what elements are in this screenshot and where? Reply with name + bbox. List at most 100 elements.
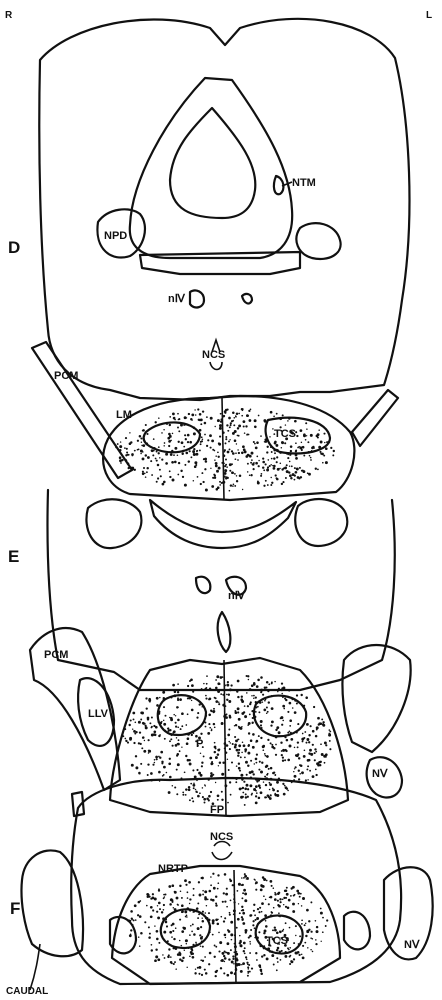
stipple-dot — [125, 437, 127, 439]
stipple-dot — [164, 957, 166, 959]
stipple-dot — [257, 908, 259, 910]
stipple-dot — [234, 934, 236, 936]
stipple-dot — [290, 477, 292, 479]
stipple-dot — [163, 723, 166, 726]
stipple-dot — [242, 742, 244, 744]
stipple-dot — [208, 799, 210, 801]
stipple-dot — [289, 474, 292, 477]
stipple-dot — [243, 425, 245, 427]
stipple-dot — [204, 912, 206, 914]
stipple-dot — [291, 961, 294, 964]
stipple-dot — [246, 774, 248, 776]
stipple-dot — [158, 417, 160, 419]
stipple-dot — [270, 724, 272, 726]
stipple-dot — [327, 441, 330, 444]
stipple-dot — [163, 720, 164, 721]
stipple-dot — [211, 710, 213, 712]
stipple-dot — [128, 724, 130, 726]
stipple-dot — [220, 693, 222, 695]
stipple-dot — [182, 957, 184, 959]
stipple-dot — [124, 738, 126, 740]
stipple-dot — [283, 793, 286, 796]
stipple-dot — [228, 440, 230, 442]
stipple-dot — [275, 736, 278, 739]
stipple-dot — [228, 728, 230, 730]
stipple-dot — [222, 773, 224, 775]
stipple-dot — [181, 904, 184, 907]
stipple-dot — [270, 484, 272, 486]
stipple-dot — [236, 765, 238, 767]
stipple-dot — [175, 726, 177, 728]
stipple-dot — [287, 759, 290, 762]
label-nrtp: NRTP — [158, 863, 188, 875]
stipple-dot — [223, 955, 225, 957]
stipple-dot — [215, 975, 217, 977]
stipple-dot — [202, 918, 203, 919]
stipple-dot — [196, 907, 199, 910]
stipple-dot — [209, 757, 212, 760]
stipple-dot — [255, 952, 257, 954]
stipple-dot — [187, 713, 189, 715]
stipple-dot — [139, 900, 141, 902]
stipple-dot — [262, 749, 264, 751]
stipple-dot — [277, 947, 280, 950]
stipple-dot — [254, 763, 255, 764]
stipple-dot — [210, 884, 212, 886]
stipple-dot — [325, 461, 328, 464]
stipple-dot — [189, 934, 191, 936]
stipple-dot — [164, 730, 166, 732]
stipple-dot — [200, 945, 201, 946]
section-label-d: D — [8, 238, 20, 257]
stipple-dot — [265, 699, 267, 701]
stipple-dot — [241, 752, 243, 754]
stipple-dot — [181, 725, 183, 727]
stipple-dot — [198, 419, 200, 421]
stipple-dot — [155, 458, 157, 460]
stipple-dot — [226, 699, 228, 701]
stipple-dot — [219, 761, 221, 763]
stipple-dot — [169, 476, 171, 478]
stipple-dot — [207, 732, 210, 735]
stipple-dot — [165, 894, 167, 896]
stipple-dot — [255, 706, 257, 708]
stipple-dot — [308, 752, 310, 754]
stipple-dot — [294, 894, 296, 896]
stipple-dot — [233, 909, 236, 912]
stipple-dot — [270, 794, 272, 796]
stipple-dot — [230, 933, 233, 936]
label-ntm: NTM — [292, 177, 316, 189]
stipple-dot — [284, 736, 286, 738]
stipple-dot — [313, 706, 315, 708]
stipple-dot — [310, 457, 312, 459]
stipple-dot — [200, 443, 202, 445]
stipple-dot — [224, 684, 226, 686]
stipple-dot — [212, 922, 215, 925]
stipple-dot — [276, 477, 278, 479]
stipple-dot — [174, 961, 176, 963]
stipple-dot — [156, 758, 158, 760]
stipple-dot — [236, 413, 239, 416]
stipple-dot — [305, 935, 307, 937]
stipple-dot — [215, 748, 217, 750]
stipple-dot — [229, 912, 231, 914]
stipple-dot — [180, 891, 182, 893]
stipple-dot — [202, 439, 204, 441]
stipple-dot — [205, 726, 207, 728]
stipple-dot — [280, 959, 282, 961]
stipple-dot — [229, 448, 231, 450]
stipple-dot — [251, 695, 253, 697]
stipple-dot — [205, 489, 208, 492]
stipple-dot — [169, 416, 171, 418]
stipple-dot — [234, 943, 236, 945]
stipple-dot — [203, 798, 206, 801]
stipple-dot — [290, 732, 292, 734]
stipple-dot — [133, 718, 135, 720]
stipple-dot — [235, 724, 237, 726]
stipple-dot — [310, 901, 312, 903]
stipple-dot — [230, 921, 233, 924]
stipple-dot — [276, 949, 279, 952]
stipple-dot — [186, 916, 188, 918]
stipple-dot — [215, 904, 217, 906]
stipple-dot — [241, 884, 243, 886]
stipple-dot — [205, 972, 208, 975]
